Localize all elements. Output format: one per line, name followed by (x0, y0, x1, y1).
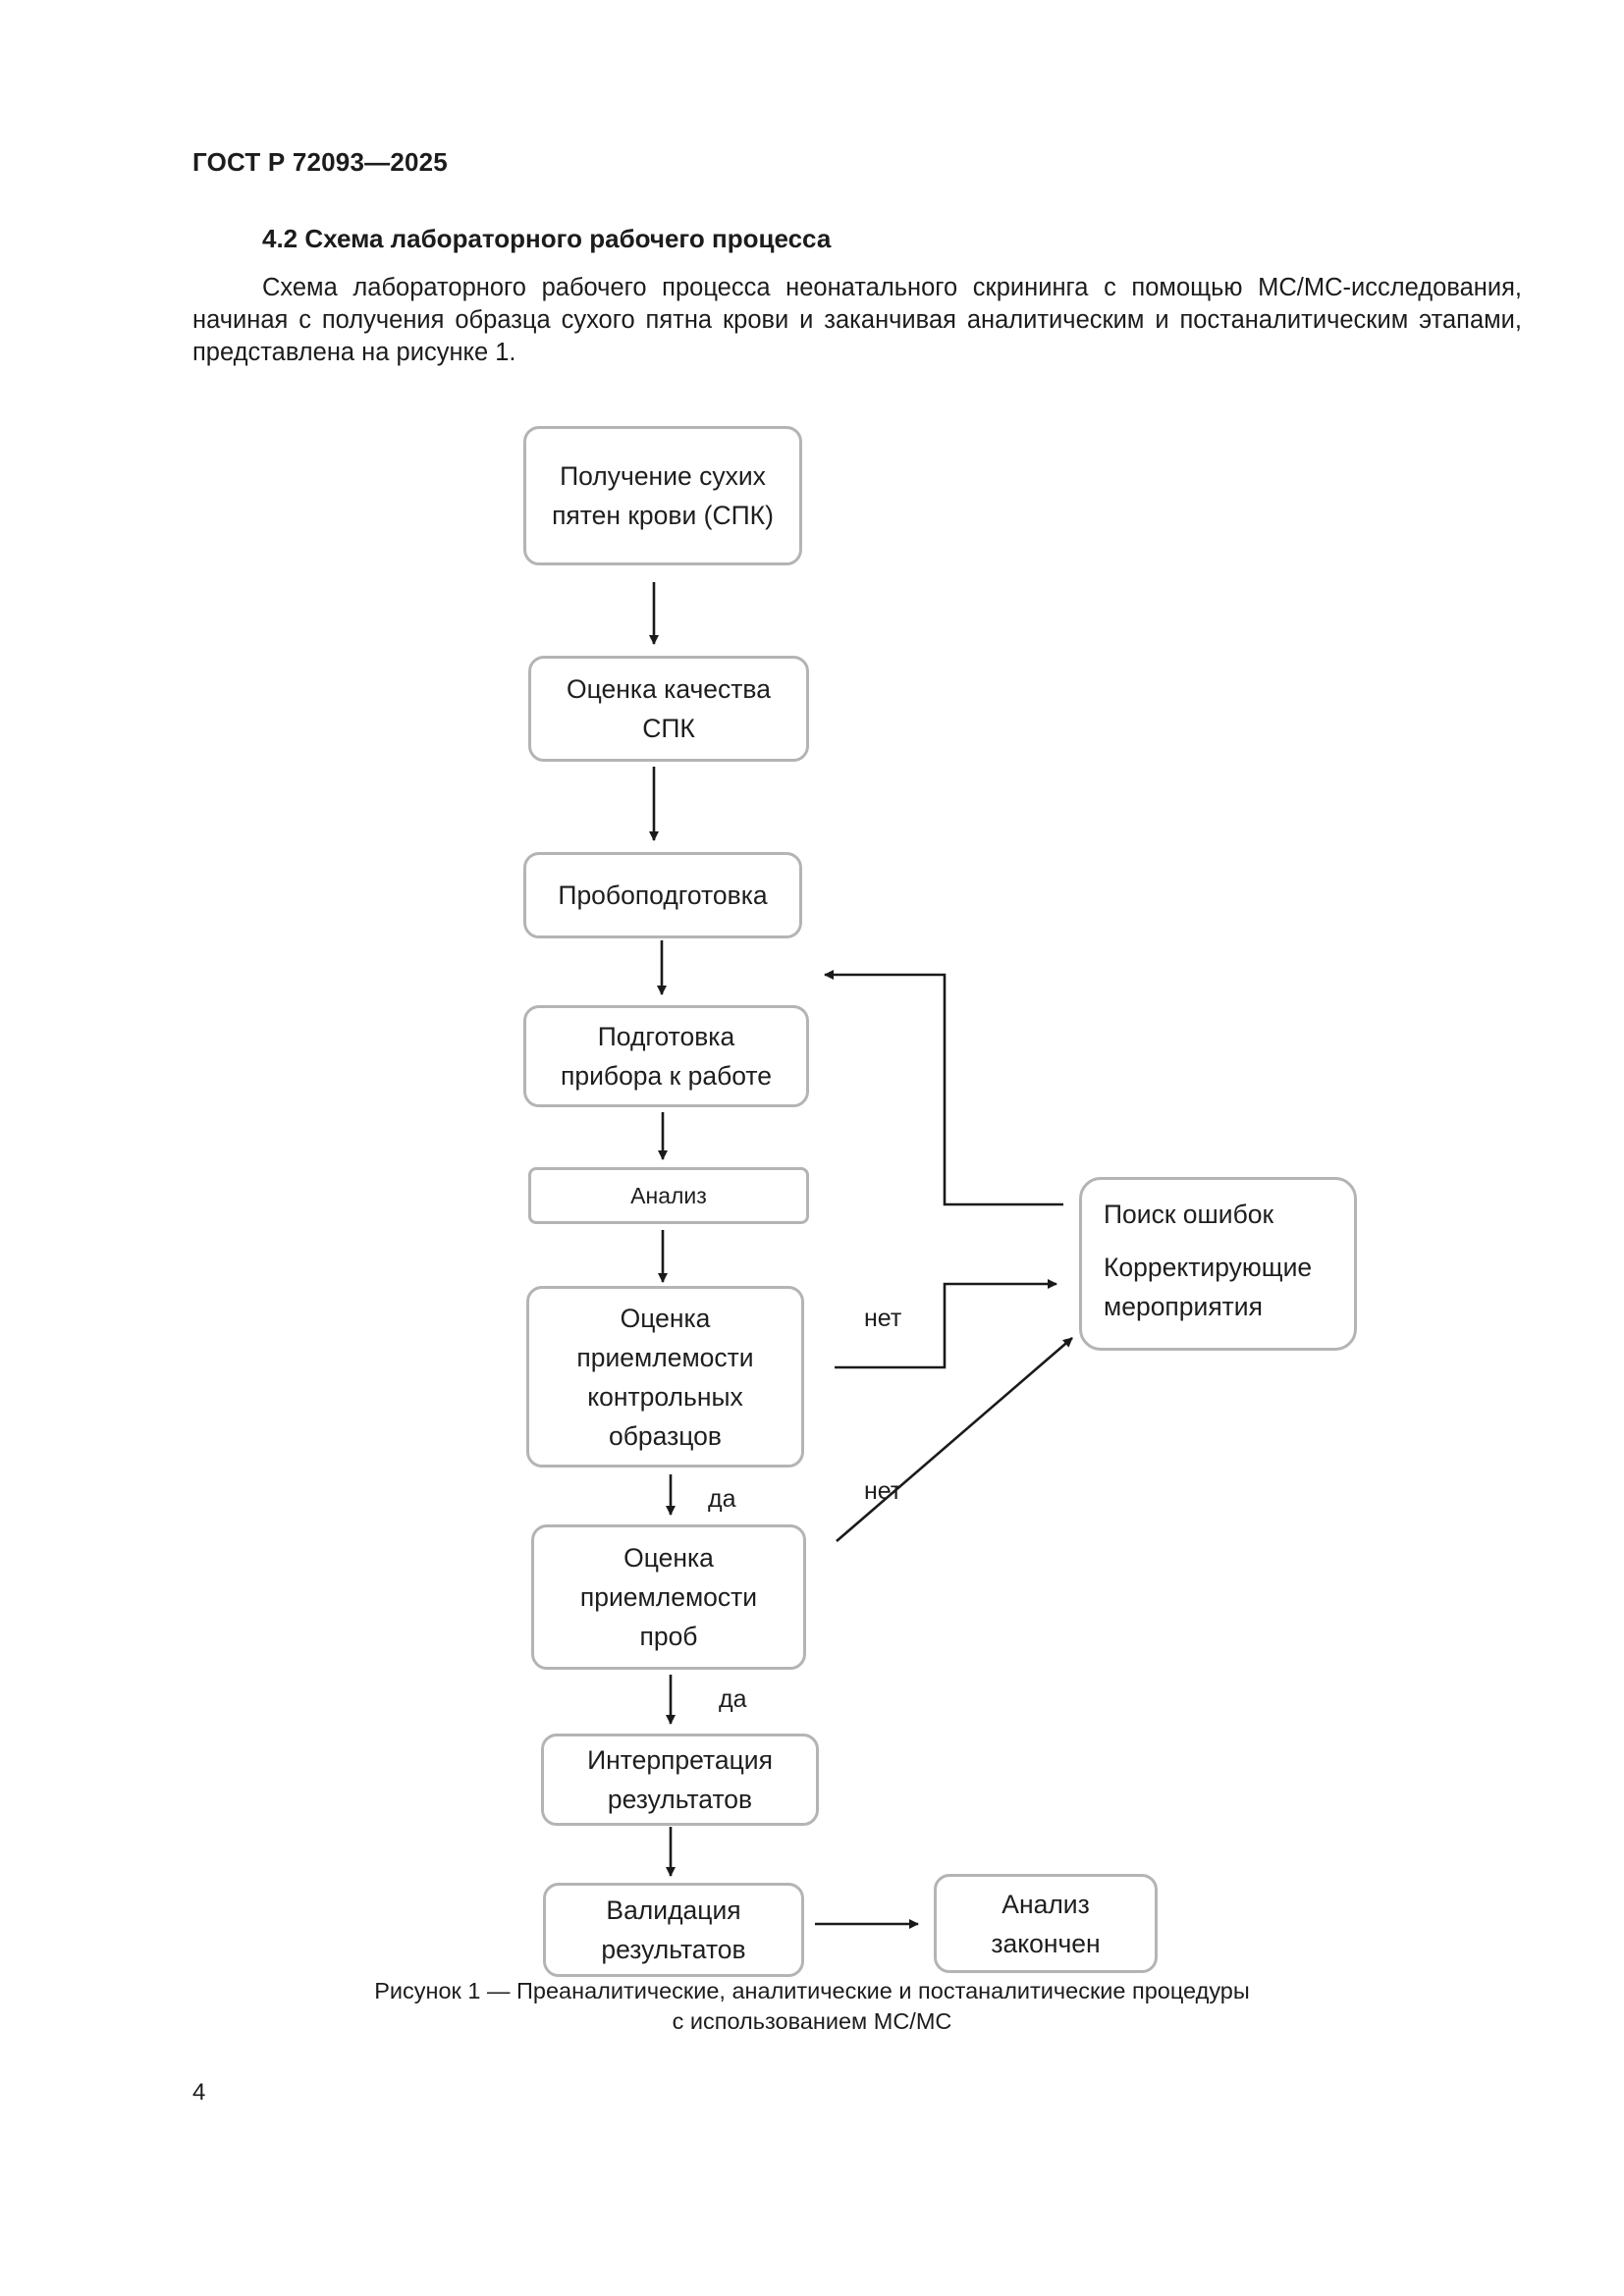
label-yes-samples: да (719, 1685, 747, 1713)
step-sample-preparation: Пробоподготовка (523, 852, 802, 938)
step-dbs-quality-check: Оценка качества СПК (528, 656, 809, 762)
arrow-troubleshooting-to-prep (824, 970, 1063, 1206)
step-troubleshooting: Поиск ошибок Корректирующие мероприятия (1079, 1177, 1357, 1351)
page-number: 4 (192, 2079, 206, 2106)
intro-paragraph: Схема лабораторного рабочего процесса не… (192, 274, 1522, 366)
step-result-interpretation: Интерпретация результатов (541, 1734, 819, 1826)
step-result-validation: Валидация результатов (543, 1883, 804, 1977)
step-sample-acceptability: Оценка приемлемости проб (531, 1524, 806, 1670)
figure-caption: Рисунок 1 — Преаналитические, аналитичес… (374, 1978, 1250, 2034)
label-yes-controls: да (708, 1485, 736, 1513)
step-instrument-preparation: Подготовка прибора к работе (523, 1005, 809, 1107)
section-heading: 4.2 Схема лабораторного рабочего процесс… (262, 224, 832, 253)
step-dbs-collection: Получение сухих пятен крови (СПК) (523, 426, 802, 565)
arrow-controls-no-to-troubleshooting (835, 1279, 1057, 1369)
step-analysis: Анализ (528, 1167, 809, 1224)
step-control-acceptability: Оценка приемлемости контрольных образцов (526, 1286, 804, 1468)
label-no-samples: нет (864, 1477, 902, 1505)
label-no-controls: нет (864, 1305, 902, 1332)
step-analysis-complete: Анализ закончен (934, 1874, 1158, 1973)
document-code: ГОСТ Р 72093—2025 (192, 147, 448, 177)
arrow-samples-no-to-troubleshooting (836, 1337, 1073, 1542)
